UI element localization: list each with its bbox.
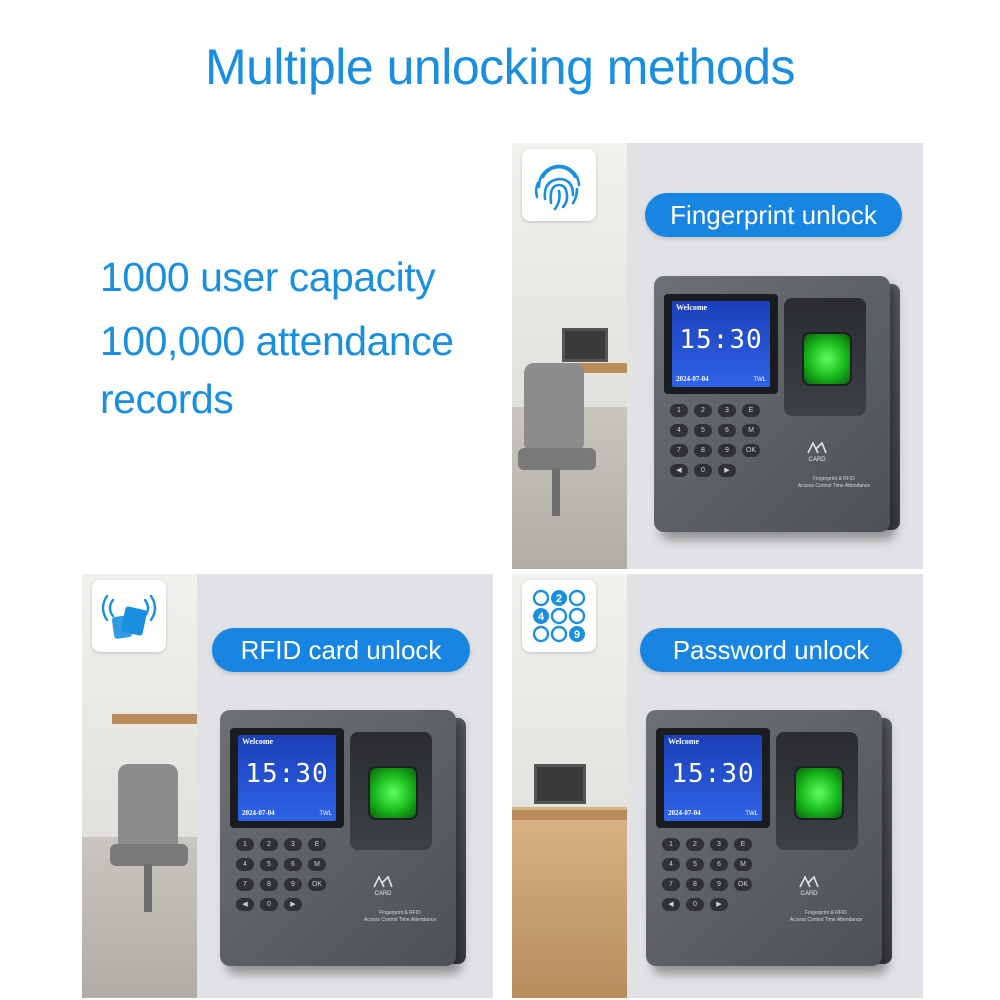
screen-tag: TWL	[745, 811, 758, 817]
keypad-key: M	[308, 858, 326, 871]
specs-block: 1000 user capacity 100,000 attendance re…	[100, 248, 454, 428]
keypad-key: 8	[260, 878, 278, 891]
spec-user-capacity: 1000 user capacity	[100, 254, 436, 300]
device-screen: Welcome 15:30 2024-07-04 TWL	[238, 735, 336, 821]
password-badge: 2 4 9	[522, 580, 596, 652]
model-text: Fingerprint & RFID Access Control Time A…	[797, 476, 871, 489]
spec-attendance-records-cont: records	[100, 376, 234, 422]
keypad-key: ▶	[710, 898, 728, 911]
rfid-badge	[92, 580, 166, 652]
keypad-key: 5	[260, 858, 278, 871]
card-logo-icon	[799, 875, 819, 888]
keypad-key: 3	[284, 838, 302, 851]
keypad-key: E	[308, 838, 326, 851]
keypad-key: 9	[710, 878, 728, 891]
keypad-key: 8	[694, 444, 712, 457]
fingerprint-badge	[522, 149, 596, 221]
card-logo-icon	[373, 875, 393, 888]
keypad-key: OK	[734, 878, 752, 891]
fingerprint-icon	[534, 164, 581, 211]
keypad-key: ◀	[670, 464, 688, 477]
keypad-key: 7	[670, 444, 688, 457]
badge-digit: 2	[556, 593, 562, 605]
keypad-key: 1	[670, 404, 688, 417]
keypad-key: 6	[718, 424, 736, 437]
office-scene-photo	[512, 574, 627, 998]
keypad-key: ▶	[284, 898, 302, 911]
screen-welcome: Welcome	[676, 303, 708, 312]
keypad-key: 1	[236, 838, 254, 851]
keypad-key: ◀	[662, 898, 680, 911]
model-text: Fingerprint & RFID Access Control Time A…	[789, 910, 863, 923]
keypad-key: 7	[236, 878, 254, 891]
rfid-unlock-label: RFID card unlock	[212, 628, 470, 672]
fingerprint-sensor	[802, 332, 852, 386]
screen-welcome: Welcome	[242, 737, 274, 746]
page-headline: Multiple unlocking methods	[204, 39, 796, 95]
screen-date: 2024-07-04	[668, 809, 701, 817]
keypad-key: E	[734, 838, 752, 851]
screen-time: 15:30	[245, 759, 329, 789]
keypad-key: 6	[710, 858, 728, 871]
keypad-key: OK	[308, 878, 326, 891]
card-logo: CARD	[794, 875, 824, 901]
keypad-key: 2	[260, 838, 278, 851]
spec-attendance-records: 100,000 attendance	[100, 318, 454, 364]
keypad-key: 4	[670, 424, 688, 437]
keypad-key: 0	[260, 898, 278, 911]
keypad-key: 9	[284, 878, 302, 891]
password-unlock-label: Password unlock	[640, 628, 902, 672]
keypad-key: 4	[236, 858, 254, 871]
screen-welcome: Welcome	[668, 737, 700, 746]
keypad-key: M	[742, 424, 760, 437]
keypad-key: ◀	[236, 898, 254, 911]
card-logo-icon	[807, 441, 827, 454]
keypad-key: 6	[284, 858, 302, 871]
keypad-key: ▶	[718, 464, 736, 477]
screen-tag: TWL	[319, 811, 332, 817]
fingerprint-unlock-panel: Fingerprint unlock Welcome 15:30 2024-07…	[512, 143, 923, 569]
fingerprint-unlock-label: Fingerprint unlock	[645, 193, 902, 237]
screen-time: 15:30	[679, 325, 763, 355]
keypad-key: 1	[662, 838, 680, 851]
keypad-key: 0	[686, 898, 704, 911]
device-screen: Welcome 15:30 2024-07-04 TWL	[672, 301, 770, 387]
password-unlock-panel: 2 4 9 Password unlock Welcome 15:30 2024…	[512, 574, 923, 998]
keypad-key: OK	[742, 444, 760, 457]
keypad-icon: 2 4 9	[532, 589, 586, 643]
fingerprint-sensor	[794, 766, 844, 820]
screen-time: 15:30	[671, 759, 755, 789]
keypad-key: 0	[694, 464, 712, 477]
keypad-key: 5	[686, 858, 704, 871]
keypad-key: 3	[718, 404, 736, 417]
keypad-key: 3	[710, 838, 728, 851]
device-screen: Welcome 15:30 2024-07-04 TWL	[664, 735, 762, 821]
keypad-key: 2	[694, 404, 712, 417]
keypad-key: 5	[694, 424, 712, 437]
keypad-key: 9	[718, 444, 736, 457]
model-text: Fingerprint & RFID Access Control Time A…	[363, 910, 437, 923]
screen-tag: TWL	[753, 377, 766, 383]
screen-date: 2024-07-04	[242, 809, 275, 817]
keypad-key: 4	[662, 858, 680, 871]
rfid-card-icon	[101, 594, 157, 639]
keypad-key: E	[742, 404, 760, 417]
keypad-key: M	[734, 858, 752, 871]
badge-digit: 9	[574, 629, 580, 641]
card-logo: CARD	[368, 875, 398, 901]
fingerprint-sensor	[368, 766, 418, 820]
keypad-key: 7	[662, 878, 680, 891]
screen-date: 2024-07-04	[676, 375, 709, 383]
keypad-key: 2	[686, 838, 704, 851]
badge-digit: 4	[538, 611, 545, 623]
card-logo: CARD	[802, 441, 832, 467]
keypad-key: 8	[686, 878, 704, 891]
rfid-unlock-panel: RFID card unlock Welcome 15:30 2024-07-0…	[82, 574, 493, 998]
